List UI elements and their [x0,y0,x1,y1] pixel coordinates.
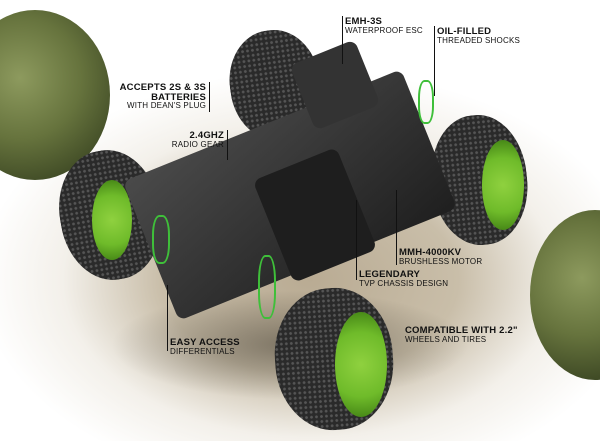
callout-title: COMPATIBLE WITH 2.2" [405,325,518,336]
callout-title: OIL-FILLED [437,26,492,37]
callout-line-batteries [209,82,210,112]
callout-title: 2.4GHZ [189,130,224,141]
callout-wheels: COMPATIBLE WITH 2.2" WHEELS AND TIRES [405,326,518,344]
callout-chassis: LEGENDARY TVP CHASSIS DESIGN [359,270,448,288]
callout-line-motor [396,190,397,265]
callout-title: LEGENDARY [359,269,421,280]
callout-esc: EMH-3S WATERPROOF ESC [345,17,423,35]
callout-batteries: ACCEPTS 2S & 3S BATTERIES WITH DEAN'S PL… [120,83,206,110]
callout-radio: 2.4GHZ RADIO GEAR [172,131,224,149]
callout-subtitle: THREADED SHOCKS [437,35,521,45]
callout-subtitle: TVP CHASSIS DESIGN [359,278,449,288]
callout-differentials: EASY ACCESS DIFFERENTIALS [170,338,240,356]
shock-spring-front-left [152,215,170,264]
callout-line-chassis [356,200,357,280]
callout-title-line2: BATTERIES [151,91,206,103]
callout-motor: MMH-4000KV BRUSHLESS MOTOR [399,248,482,266]
callout-line-shocks [434,26,435,96]
rim-front-left [92,180,132,260]
callout-subtitle: RADIO GEAR [171,139,224,149]
callout-subtitle: WATERPROOF ESC [345,25,423,35]
callout-subtitle: DIFFERENTIALS [170,346,235,356]
callout-subtitle: WHEELS AND TIRES [405,334,487,344]
callout-subtitle: WITH DEAN'S PLUG [127,101,206,110]
bush-right [530,210,600,380]
callout-title: EASY ACCESS [170,337,240,348]
callout-line-differentials [167,285,168,351]
callout-line-esc [342,16,343,64]
rim-rear-right [482,140,524,230]
shock-spring-rear [418,80,434,124]
callout-title: EMH-3S [345,16,383,27]
callout-line-radio [227,130,228,160]
shock-spring-front-right [258,255,276,319]
callout-title: MMH-4000KV [399,247,462,258]
callout-shocks: OIL-FILLED THREADED SHOCKS [437,27,520,45]
callout-subtitle: BRUSHLESS MOTOR [399,256,483,266]
callout-title: ACCEPTS 2S & 3S [119,82,206,93]
rim-front-right [335,312,387,417]
